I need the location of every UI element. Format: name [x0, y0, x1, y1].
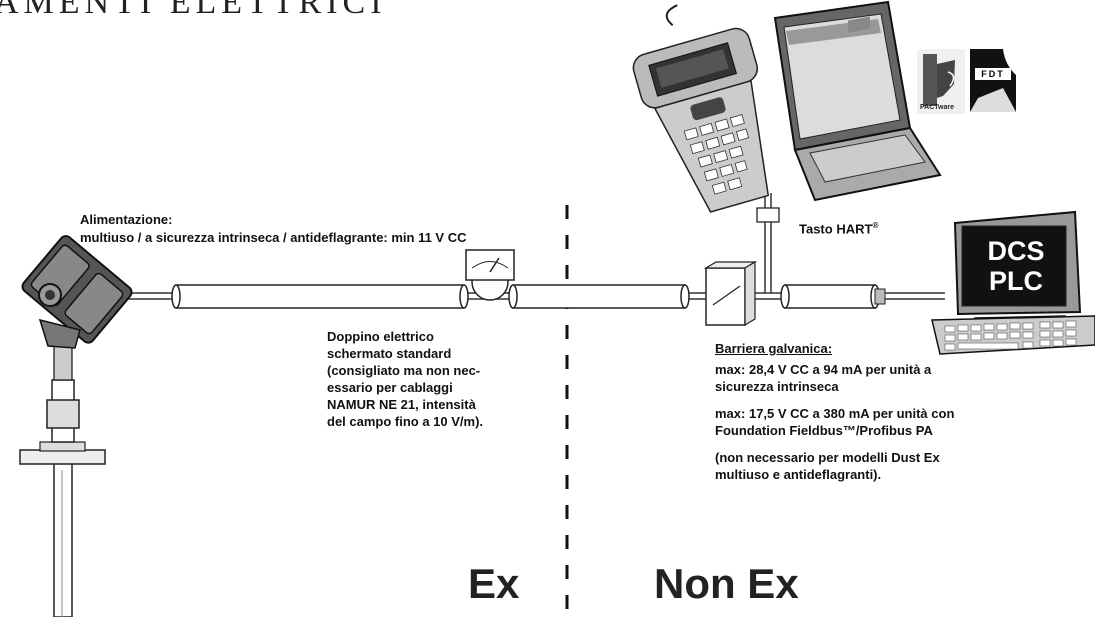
fdt-logo	[970, 49, 1016, 112]
barrier-p2-line: Foundation Fieldbus™/Profibus PA	[715, 423, 933, 438]
meter-icon	[465, 249, 515, 301]
cable-line: essario per cablaggi	[327, 380, 453, 395]
pactware-logo-text: PACTware	[920, 104, 954, 111]
cable-line: Doppino elettrico	[327, 329, 434, 344]
sensor-instrument	[19, 235, 133, 617]
monitor-dcs-label: DCS	[987, 236, 1045, 266]
zone-ex-label: Ex	[468, 560, 520, 607]
barrier-p1-line: sicurezza intrinseca	[715, 379, 839, 394]
power-supply-text: multiuso / a sicurezza intrinseca / anti…	[80, 230, 467, 245]
cable-description: Doppino elettrico schermato standard (co…	[327, 328, 483, 430]
barrier-p2-line: max: 17,5 V CC a 380 mA per unità con	[715, 406, 955, 421]
power-supply-title: Alimentazione:	[80, 212, 173, 227]
barrier-p3-line: (non necessario per modelli Dust Ex	[715, 450, 940, 465]
page-header-title: AMENTI ELETTRICI	[0, 0, 387, 21]
cable-line: del campo fino a 10 V/m).	[327, 414, 484, 429]
cable-sleeve-left	[171, 284, 469, 309]
monitor-plc-label: PLC	[989, 266, 1043, 296]
cable-line: schermato standard	[327, 346, 452, 361]
hart-communicator-icon	[632, 4, 770, 213]
galvanic-barrier-box	[703, 260, 758, 327]
dcs-plc-computer	[931, 210, 1095, 355]
cable-line: NAMUR NE 21, intensità	[327, 397, 476, 412]
pactware-logo	[917, 49, 965, 114]
hart-label: Tasto HART®	[799, 217, 878, 237]
zone-non-ex-label: Non Ex	[654, 560, 799, 607]
monitor-screen-text: DCS PLC	[972, 236, 1060, 296]
cable-line: (consigliato ma non nec-	[327, 363, 481, 378]
laptop-icon	[773, 0, 942, 202]
hart-connection	[756, 193, 780, 293]
barrier-title: Barriera galvanica:	[715, 341, 833, 356]
fdt-logo-text: FDT	[981, 69, 1005, 79]
cable-sleeve-right	[780, 284, 886, 309]
hart-label-text: Tasto HART	[799, 221, 873, 237]
barrier-p1-line: max: 28,4 V CC a 94 mA per unità a	[715, 362, 932, 377]
cable-sleeve-middle	[508, 284, 690, 309]
barrier-p3-line: multiuso e antideflagranti).	[715, 467, 882, 482]
barrier-description: Barriera galvanica: max: 28,4 V CC a 94 …	[715, 340, 1015, 483]
registered-mark: ®	[872, 221, 879, 230]
